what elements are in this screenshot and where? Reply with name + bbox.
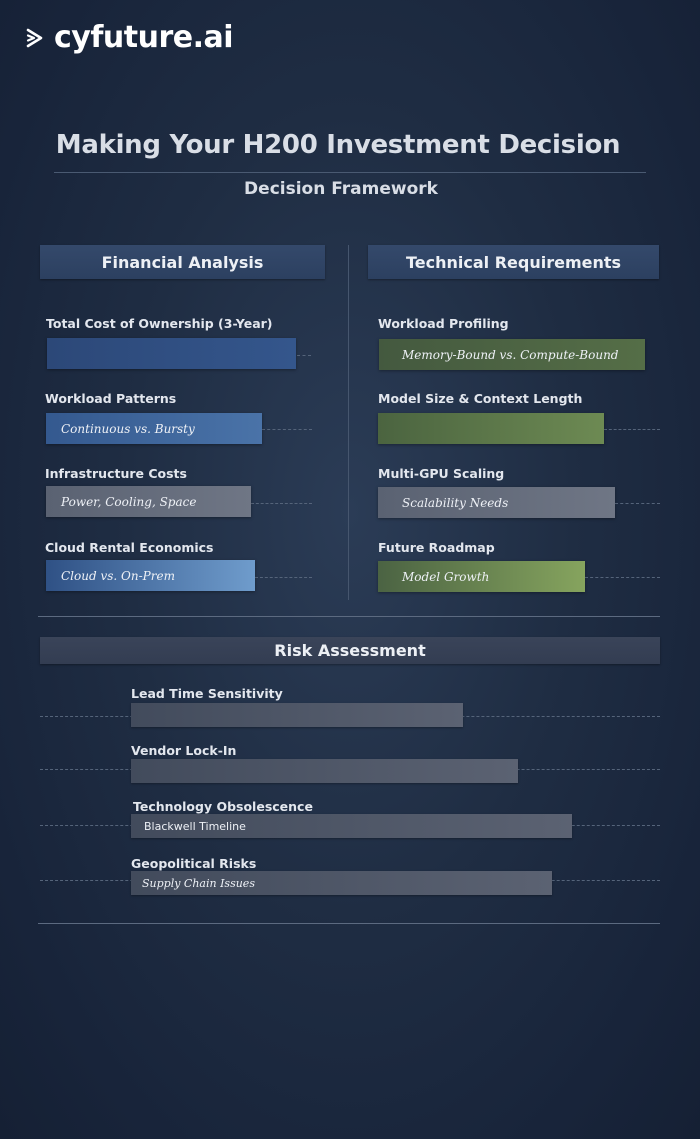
title-divider: [54, 172, 646, 173]
item-label: Lead Time Sensitivity: [131, 686, 283, 701]
item-label: Technology Obsolescence: [133, 799, 313, 814]
cloud-rental-bar: Cloud vs. On-Prem: [46, 560, 255, 591]
item-label: Cloud Rental Economics: [45, 540, 214, 555]
financial-analysis-header: Financial Analysis: [40, 245, 325, 279]
model-size-bar: [378, 413, 604, 444]
play-arrow-icon: [26, 28, 43, 48]
future-roadmap-bar: Model Growth: [378, 561, 585, 592]
technical-requirements-header: Technical Requirements: [368, 245, 659, 279]
item-label: Geopolitical Risks: [131, 856, 257, 871]
workload-patterns-bar: Continuous vs. Bursty: [46, 413, 262, 444]
geopolitical-risks-bar: Supply Chain Issues: [131, 871, 552, 895]
page-subtitle: Decision Framework: [244, 179, 438, 199]
item-label: Future Roadmap: [378, 540, 495, 555]
dashed-guide: [255, 577, 312, 578]
page-title: Making Your H200 Investment Decision: [55, 130, 621, 160]
tco-bar: [47, 338, 296, 369]
multi-gpu-scaling-bar: Scalability Needs: [378, 487, 615, 518]
brand-logo[interactable]: cyfuture.ai: [24, 20, 234, 56]
item-label: Infrastructure Costs: [45, 466, 187, 481]
section-divider: [38, 616, 660, 617]
infrastructure-costs-bar: Power, Cooling, Space: [46, 486, 251, 517]
dashed-guide: [251, 503, 312, 504]
bottom-divider: [38, 923, 660, 924]
workload-profiling-bar: Memory-Bound vs. Compute-Bound: [379, 339, 645, 370]
item-label: Total Cost of Ownership (3-Year): [46, 316, 273, 331]
item-label: Vendor Lock-In: [131, 743, 237, 758]
vendor-lock-in-bar: [131, 759, 518, 783]
dashed-guide: [262, 429, 312, 430]
dashed-guide: [604, 429, 660, 430]
risk-assessment-header: Risk Assessment: [40, 637, 660, 664]
item-label: Workload Profiling: [378, 316, 509, 331]
item-label: Model Size & Context Length: [378, 391, 583, 406]
item-label: Multi-GPU Scaling: [378, 466, 505, 481]
dashed-guide: [615, 503, 660, 504]
lead-time-bar: [131, 703, 463, 727]
logo-text: cyfuture.ai: [54, 20, 234, 55]
technology-obsolescence-bar: Blackwell Timeline: [131, 814, 572, 838]
column-divider: [348, 245, 349, 600]
dashed-guide: [297, 355, 311, 356]
item-label: Workload Patterns: [45, 391, 177, 406]
dashed-guide: [585, 577, 660, 578]
